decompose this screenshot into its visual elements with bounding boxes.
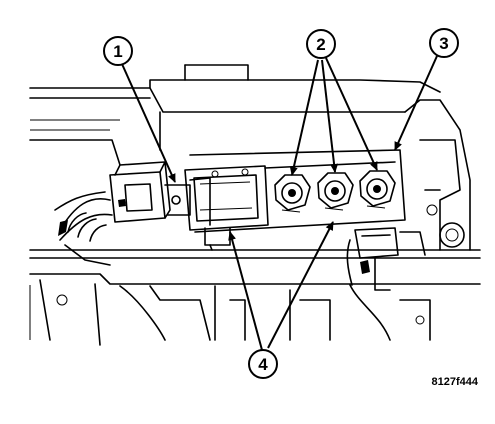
callout-3: 3 — [429, 28, 459, 58]
leader-line-2c — [325, 57, 378, 171]
callout-1: 1 — [103, 36, 133, 66]
leader-line-4a — [228, 231, 263, 351]
vehicle-body-structure — [29, 64, 481, 346]
callout-4: 4 — [248, 349, 278, 379]
mounting-nuts — [274, 170, 396, 213]
mounting-nut — [274, 174, 311, 213]
leader-lines — [121, 55, 438, 351]
leader-line-3 — [394, 55, 438, 151]
leader-line-2a — [289, 59, 319, 176]
figure-code: 8127f444 — [432, 376, 479, 388]
wiring-harness — [54, 191, 113, 266]
leader-line-2b — [321, 59, 339, 173]
callout-label-1: 1 — [113, 42, 122, 61]
leader-line-4b — [267, 221, 334, 349]
callout-label-3: 3 — [439, 34, 448, 53]
lower-connector — [346, 227, 426, 291]
callout-label-4: 4 — [258, 355, 268, 374]
mounting-nut — [359, 170, 396, 209]
callout-2: 2 — [306, 29, 336, 59]
mounting-nut — [317, 172, 354, 211]
callout-label-2: 2 — [316, 35, 325, 54]
leader-line-1 — [121, 63, 176, 183]
